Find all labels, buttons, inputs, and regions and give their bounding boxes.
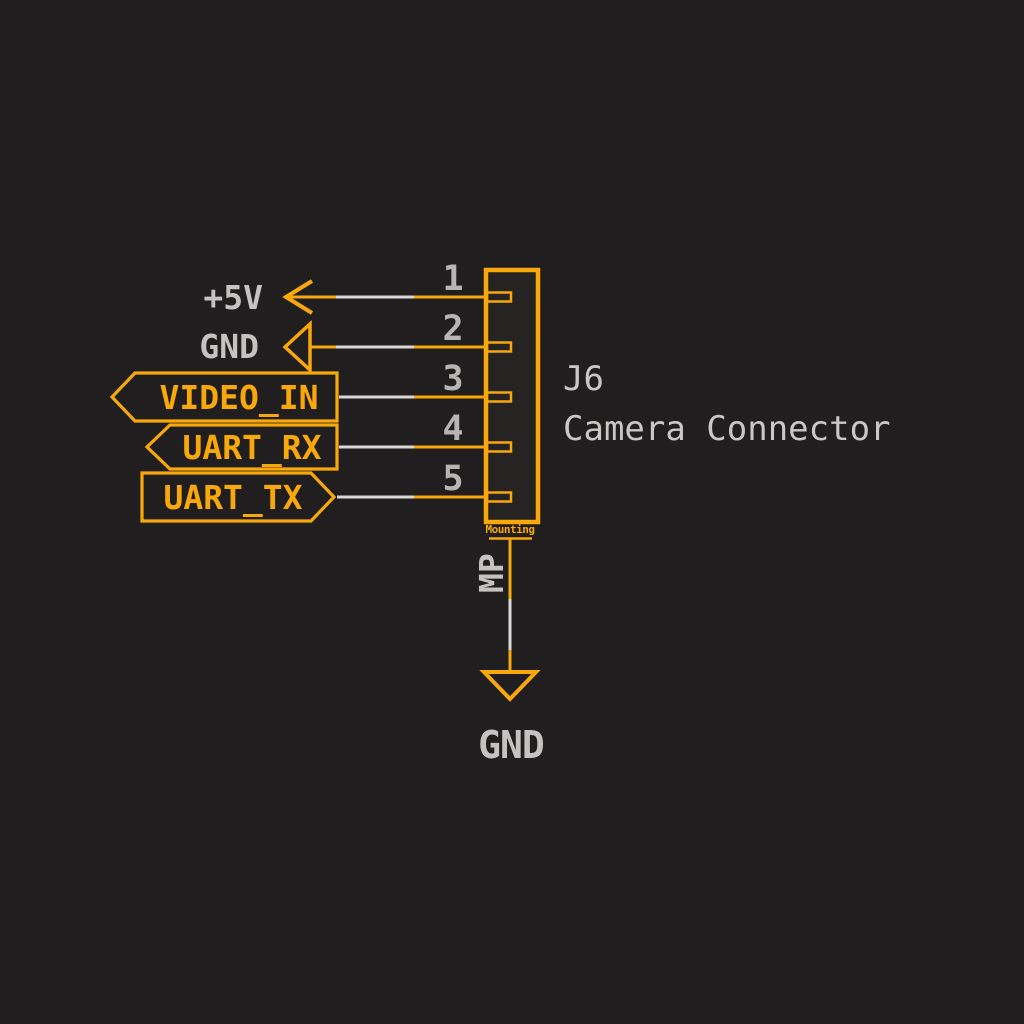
uart-tx-label-text: UART_TX <box>163 478 302 517</box>
pin-5-pad-icon <box>485 491 513 503</box>
gnd-label-text: GND <box>199 327 259 366</box>
pin-2-number: 2 <box>442 309 463 349</box>
pin-2[interactable]: 2 <box>414 309 513 353</box>
mounting-pin-name: Mounting <box>486 523 535 536</box>
pin-3-number: 3 <box>442 359 463 399</box>
pin-4-pad-icon <box>485 441 513 453</box>
plus5v-arrow-icon <box>282 279 314 315</box>
component-value[interactable]: Camera Connector <box>563 409 891 449</box>
pin-5[interactable]: 5 <box>414 459 513 503</box>
pin-4-number: 4 <box>442 409 463 449</box>
wires <box>336 295 512 650</box>
global-label-video-in[interactable]: VIDEO_IN <box>109 371 339 423</box>
global-label-uart-rx[interactable]: UART_RX <box>144 423 339 471</box>
component-reference[interactable]: J6 <box>563 359 604 399</box>
uart-rx-label-text: UART_RX <box>182 428 321 467</box>
pin-1[interactable]: 1 <box>414 259 513 303</box>
gnd-arrow-icon <box>282 320 312 374</box>
pin-5-number: 5 <box>442 459 463 499</box>
net-label-gnd[interactable]: GND <box>199 320 336 374</box>
plus5v-label-text: +5V <box>203 278 263 317</box>
gnd-symbol-triangle-icon <box>479 670 541 702</box>
uart-rx-label-shape <box>144 423 339 471</box>
connector-symbol[interactable]: 1 2 3 4 5 Mounting <box>414 259 891 599</box>
pin-1-pad-icon <box>485 291 513 303</box>
mounting-pin-number: MP <box>472 553 511 593</box>
power-symbol-gnd[interactable]: GND <box>478 650 545 767</box>
pin-4[interactable]: 4 <box>414 409 513 453</box>
pin-1-number: 1 <box>442 259 463 299</box>
pin-3[interactable]: 3 <box>414 359 513 403</box>
mounting-pin[interactable]: Mounting MP <box>472 523 535 599</box>
pin-3-pad-icon <box>485 391 513 403</box>
video-in-label-shape <box>109 371 339 423</box>
global-label-uart-tx[interactable]: UART_TX <box>140 471 337 523</box>
uart-tx-label-shape <box>140 471 337 523</box>
net-label-plus5v[interactable]: +5V <box>203 278 336 317</box>
gnd-symbol-text: GND <box>478 723 544 767</box>
pin-2-pad-icon <box>485 341 513 353</box>
video-in-label-text: VIDEO_IN <box>160 378 319 417</box>
